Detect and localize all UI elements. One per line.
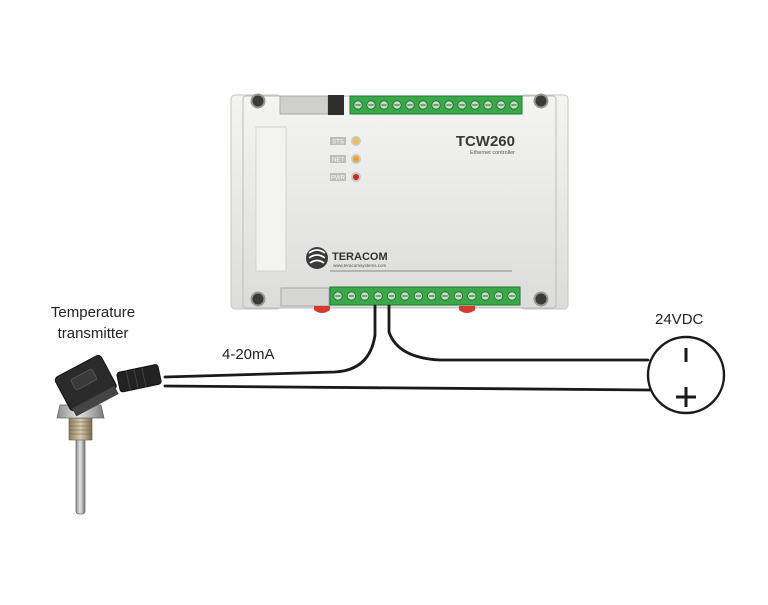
mount-hole-icon bbox=[250, 93, 266, 109]
temperature-transmitter bbox=[54, 354, 162, 515]
led-pwr-label: PWR bbox=[331, 176, 346, 182]
led-net-label: NET bbox=[332, 158, 344, 164]
led-sts: STS bbox=[330, 136, 361, 146]
mount-hole-icon bbox=[533, 291, 549, 307]
power-supply-symbol bbox=[646, 335, 726, 415]
led-pwr-lamp bbox=[353, 174, 359, 180]
model-label: TCW260 bbox=[456, 133, 515, 150]
led-net-lamp bbox=[353, 156, 359, 162]
wires bbox=[163, 304, 652, 392]
release-tab bbox=[459, 306, 475, 313]
mount-hole-icon bbox=[250, 291, 266, 307]
led-sts-lamp bbox=[353, 138, 359, 144]
controller-body bbox=[242, 95, 557, 309]
led-pwr: PWR bbox=[330, 172, 361, 182]
signal-label: 4-20mA bbox=[222, 346, 275, 363]
sensor-thread bbox=[68, 417, 93, 441]
cable-gland bbox=[116, 364, 162, 393]
left-rib bbox=[255, 126, 287, 272]
release-tab bbox=[314, 306, 330, 313]
sensor-probe bbox=[75, 435, 86, 515]
return-wire bbox=[163, 384, 652, 392]
sensor-label: Temperature transmitter bbox=[28, 302, 158, 344]
supply-wire bbox=[387, 304, 650, 362]
brand-name: TERACOM bbox=[332, 251, 388, 263]
signal-wire bbox=[163, 304, 377, 379]
controller: TCW260 Ethernet controller STS NET PWR bbox=[230, 93, 569, 313]
top-terminal-screws bbox=[353, 100, 519, 110]
power-supply bbox=[646, 335, 726, 415]
sensor-label-line1: Temperature bbox=[50, 304, 136, 321]
bottom-terminal-screws bbox=[333, 291, 517, 301]
ethernet-jack bbox=[279, 95, 329, 115]
led-net: NET bbox=[330, 154, 361, 164]
ethernet-jack-latch bbox=[328, 95, 344, 115]
brand-website: www.teracomsystems.com bbox=[333, 263, 387, 268]
led-sts-label: STS bbox=[332, 140, 344, 146]
sensor-label-line2: transmitter bbox=[57, 325, 129, 342]
bottom-terminal-block bbox=[329, 286, 521, 306]
power-supply-label: 24VDC bbox=[655, 311, 704, 328]
teracom-logo-icon bbox=[306, 247, 328, 269]
bottom-terminal-block bbox=[280, 287, 330, 307]
model-subtitle: Ethernet controller bbox=[470, 150, 515, 156]
mount-hole-icon bbox=[533, 93, 549, 109]
